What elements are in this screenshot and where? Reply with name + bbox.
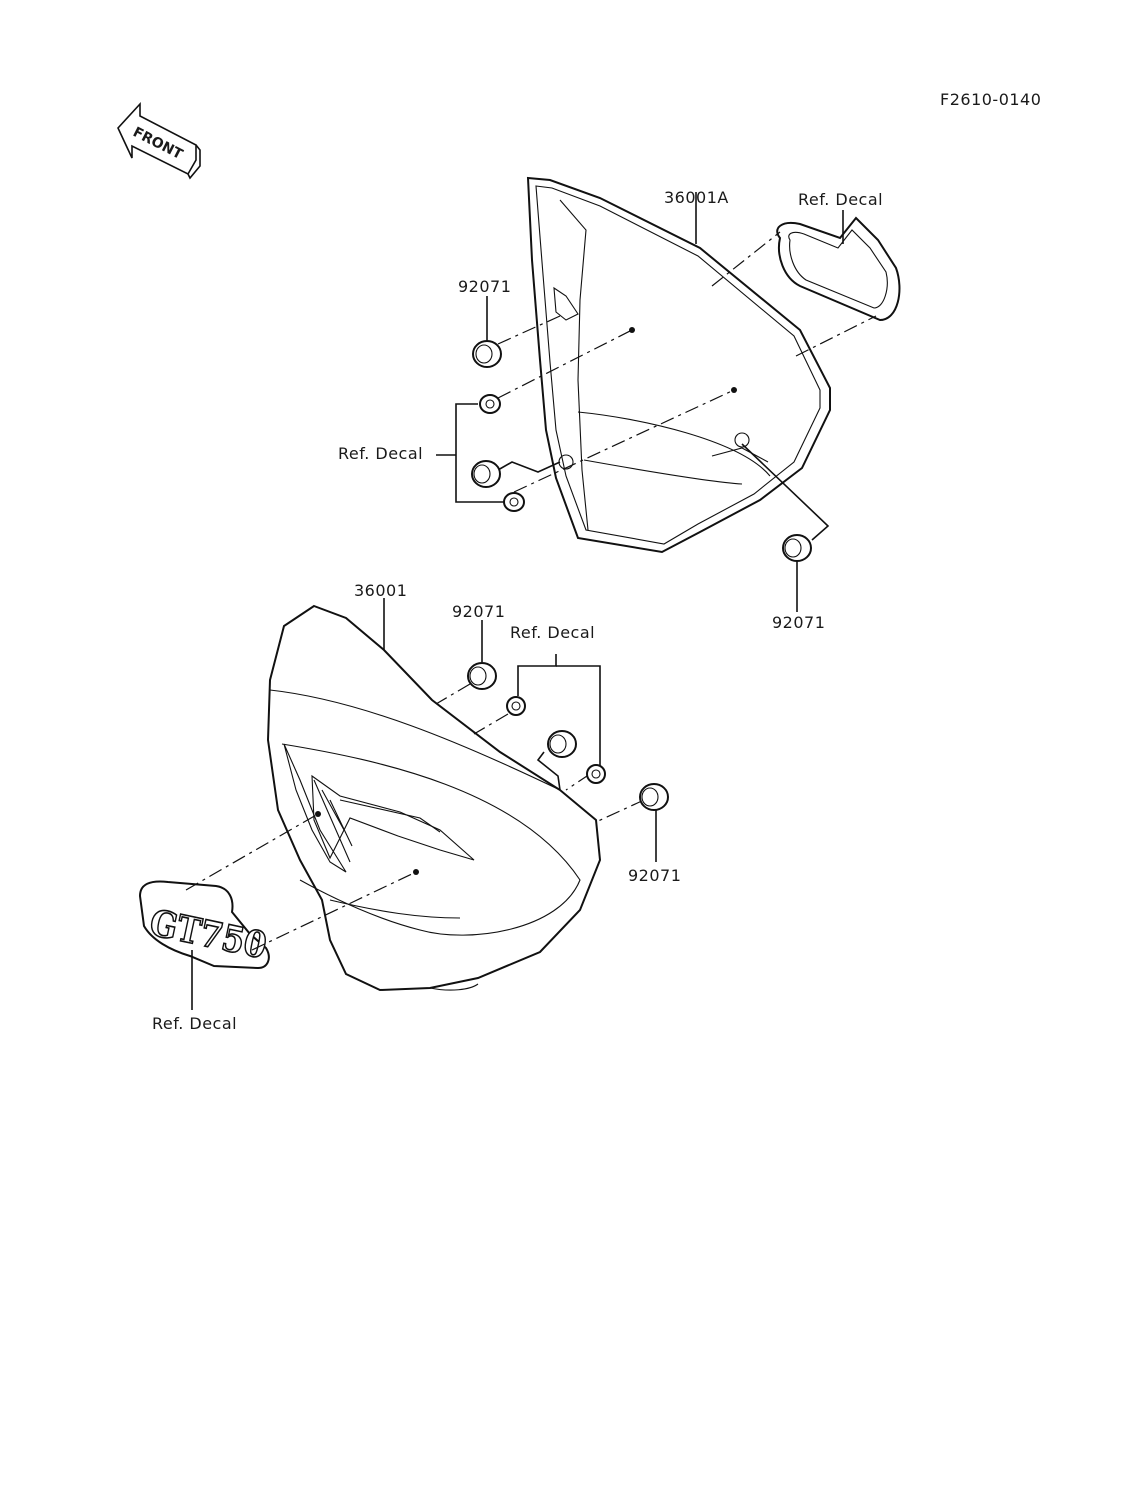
mount-hole (315, 811, 321, 817)
mount-hole (731, 387, 737, 393)
lower-grommet-right (639, 783, 669, 811)
mount-hole (629, 327, 635, 333)
upper-grommet-mid (471, 460, 501, 488)
lower-grommet-top-label: 92071 (452, 602, 505, 621)
lower-decal-bottom-label: Ref. Decal (152, 1014, 237, 1033)
front-label: FRONT (130, 124, 185, 163)
upper-decal-left-label: Ref. Decal (338, 444, 423, 463)
upper-decal-top-label: Ref. Decal (798, 190, 883, 209)
upper-washer-bottom (503, 492, 525, 512)
upper-grommet-top (472, 340, 502, 368)
lower-washer-top (506, 696, 526, 716)
lower-grommet-right-label: 92071 (628, 866, 681, 885)
upper-part-number: 36001A (664, 188, 729, 207)
lower-side-cover (266, 604, 602, 992)
front-arrow-icon: FRONT (117, 101, 201, 180)
upper-decal-badge (776, 216, 901, 322)
lower-grommet-top (467, 662, 497, 690)
upper-grommet-right (782, 534, 812, 562)
upper-washer-top (479, 394, 501, 414)
lower-part-number: 36001 (354, 581, 407, 600)
lower-washer-bottom (586, 764, 606, 784)
upper-grommet-top-label: 92071 (458, 277, 511, 296)
upper-side-cover (526, 176, 831, 554)
lower-grommet-mid (547, 730, 577, 758)
diagram-code: F2610-0140 (940, 90, 1041, 109)
gt750-emblem: GT750 (138, 880, 271, 970)
lower-decal-top-label: Ref. Decal (510, 623, 595, 642)
upper-grommet-right-label: 92071 (772, 613, 825, 632)
